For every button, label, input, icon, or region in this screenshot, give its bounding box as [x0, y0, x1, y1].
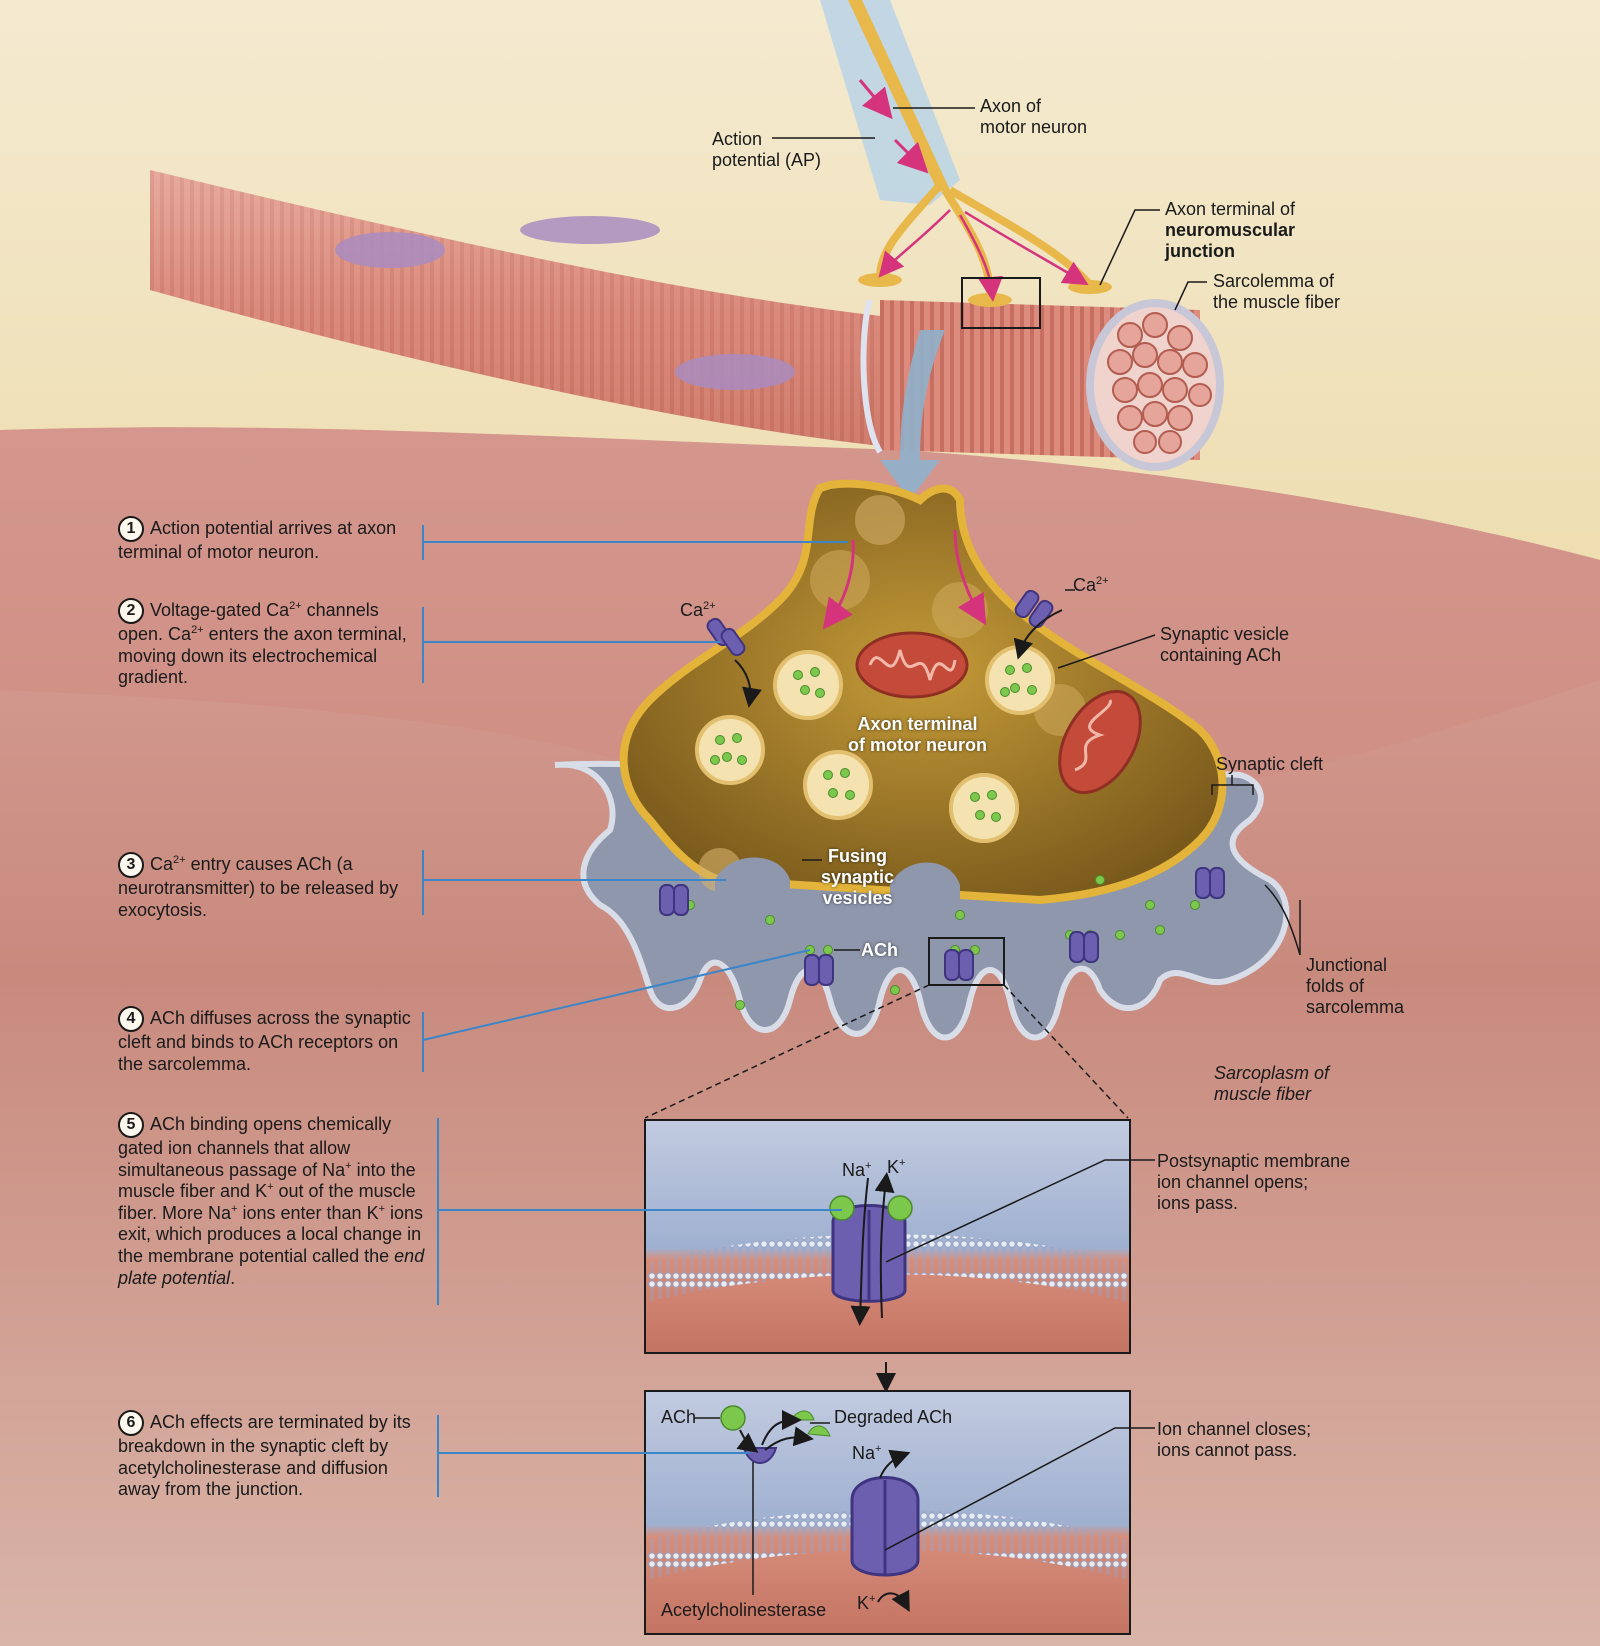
inset-channel-open [644, 1119, 1131, 1354]
mitochondrion-2 [1058, 689, 1142, 795]
step-leader-lines [422, 525, 848, 1497]
step-text: Action potential arrives at axon termina… [118, 517, 397, 562]
step-number: 6 [118, 1410, 144, 1436]
step-text: Ca2+ entry causes ACh (a neurotransmitte… [118, 853, 399, 920]
step-number: 4 [118, 1006, 144, 1032]
label-sarcolemma: Sarcolemma of the muscle fiber [1213, 271, 1341, 312]
label-sarcoplasm: Sarcoplasm of muscle fiber [1214, 1063, 1330, 1104]
synaptic-vesicles [695, 645, 1055, 843]
label-degraded-ach: Degraded ACh [834, 1407, 953, 1427]
label-postsynaptic-opens: Postsynaptic membrane ion channel opens;… [1157, 1151, 1351, 1213]
label-ach: ACh [861, 940, 898, 960]
ca-channel-left [706, 617, 746, 657]
label-axon-of-motor-neuron: Axon of motor neuron [980, 96, 1088, 137]
fusing-vesicle-pocket [715, 857, 790, 910]
label-ca-left: Ca2+ [680, 600, 716, 620]
step-text: Voltage-gated Ca2+ channels open. Ca2+ e… [118, 599, 407, 688]
step-text: ACh binding opens chemically gated ion c… [118, 1113, 425, 1288]
zoom-box-receptor [928, 937, 1005, 986]
label-ion-channel-closes: Ion channel closes; ions cannot pass. [1157, 1419, 1312, 1460]
axon [820, 0, 1112, 307]
step-number: 1 [118, 516, 144, 542]
label-k-closed: K+ [857, 1593, 876, 1613]
label-junctional-folds: Junctional folds of sarcolemma [1306, 955, 1405, 1017]
label-neuromuscular-junction: neuromuscular junction [1165, 220, 1296, 261]
zoom-box-upper [961, 277, 1041, 329]
label-ca-right: Ca2+ [1073, 575, 1109, 595]
label-ach-box: ACh [661, 1407, 697, 1427]
label-fusing-vesicles: Fusing synaptic vesicles [820, 846, 895, 908]
muscle-fiber-upper [150, 170, 1224, 471]
label-k-open: K+ [887, 1157, 906, 1177]
label-na-closed: Na+ [852, 1443, 882, 1463]
label-synaptic-vesicle: Synaptic vesicle containing ACh [1160, 624, 1290, 665]
step-text: ACh effects are terminated by its breakd… [118, 1411, 411, 1500]
label-synaptic-cleft: Synaptic cleft [1216, 754, 1324, 774]
label-axon-terminal-of: Axon terminal of [1165, 199, 1296, 219]
inset-channel-closed [644, 1390, 1131, 1635]
step-text: ACh diffuses across the synaptic cleft a… [118, 1007, 411, 1074]
leader-lines [694, 107, 1301, 1551]
ach-receptors [659, 867, 1225, 986]
label-axon-terminal-center: Axon terminal of motor neuron [848, 714, 987, 755]
label-action-potential: Action potential (AP) [712, 129, 822, 170]
label-acetylcholinesterase: Acetylcholinesterase [661, 1600, 827, 1620]
step-number: 5 [118, 1112, 144, 1138]
step-number: 3 [118, 852, 144, 878]
zoom-arrow [880, 330, 945, 500]
mitochondrion-1 [855, 631, 969, 699]
label-na-open: Na+ [842, 1160, 872, 1180]
step-number: 2 [118, 598, 144, 624]
